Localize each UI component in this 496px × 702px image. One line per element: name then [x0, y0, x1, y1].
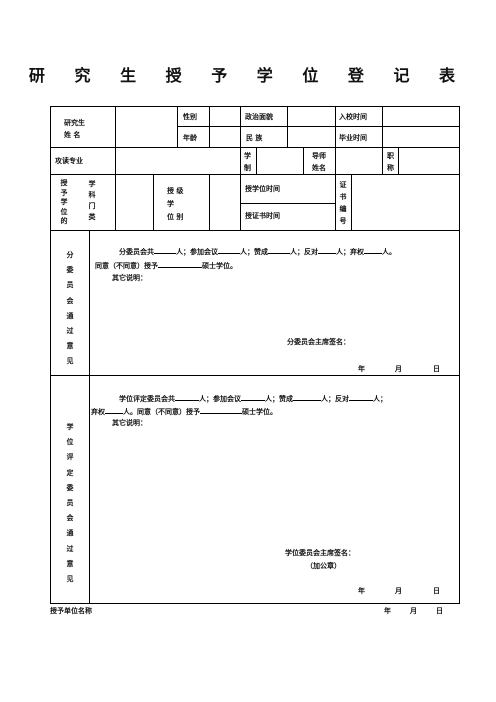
sub-committee-vote-line: 分委员会共人；参加会议人；赞成人；反对人；弃权人。 [119, 247, 396, 256]
sub-committee-month: 月 [395, 364, 402, 373]
title-label-b: 称 [387, 163, 394, 172]
gender-label: 性别 [183, 112, 197, 121]
footer-year: 年 [384, 606, 391, 615]
degree-committee-grant-line: 弃权人。同意（不同意）授予硕士学位。 [91, 407, 277, 416]
degree-level-label-a: 授 级 [167, 186, 184, 195]
sub-committee-day: 日 [433, 364, 440, 373]
discipline-category-label: 学科门类 [88, 179, 96, 221]
degree-committee-side-label: 学位评定委员会通过意见 [66, 422, 74, 584]
sub-committee-year: 年 [358, 364, 365, 373]
official-seal-note: （加公章） [306, 561, 341, 570]
sub-committee-other-notes: 其它说明： [112, 273, 147, 282]
certificate-number-label: 证书编号 [339, 180, 347, 225]
ethnicity-label: 民 族 [246, 133, 263, 142]
sub-committee-chair-signature: 分委员会主席签名： [287, 337, 350, 346]
degree-level-label-b: 学 [167, 199, 174, 208]
registration-form-table: 研究生 姓 名 性别 政治面貌 入校时间 年龄 民 族 毕业时间 攻读专业 学 … [50, 106, 460, 604]
page-title: 研 究 生 授 予 学 位 登 记 表 [28, 66, 468, 85]
enroll-time-label: 入校时间 [339, 112, 367, 121]
sub-committee-grant-line: 同意（不同意）授予硕士学位。 [95, 261, 237, 270]
study-length-label-b: 制 [244, 163, 251, 172]
footer-day: 日 [436, 606, 443, 615]
advisor-label-b: 姓名 [312, 163, 326, 172]
sub-committee-side-label: 分委员会通过意见 [66, 250, 74, 366]
advisor-label-a: 导师 [312, 151, 326, 160]
degree-level-label-c: 位 别 [167, 212, 184, 221]
degree-committee-month: 月 [395, 586, 402, 595]
degree-committee-other-notes: 其它说明： [112, 418, 147, 427]
age-label: 年龄 [183, 133, 197, 142]
degree-committee-vote-line: 学位评定委员会共人；参加会议人；赞成人；反对人； [119, 394, 387, 403]
title-label-a: 职 [387, 151, 394, 160]
study-length-label-a: 学 [244, 151, 251, 160]
degree-committee-year: 年 [358, 586, 365, 595]
degree-committee-day: 日 [433, 586, 440, 595]
granting-unit-label: 授予单位名称 [50, 606, 92, 615]
graduation-time-label: 毕业时间 [339, 133, 367, 142]
degree-committee-chair-signature: 学位委员会主席签名： [285, 548, 355, 557]
student-name-label-b: 姓 名 [64, 130, 81, 139]
footer-month: 月 [410, 606, 417, 615]
degree-granted-label: 授予学位的 [60, 178, 68, 225]
major-label: 攻读专业 [55, 156, 83, 165]
certificate-time-label: 授证书时间 [245, 211, 280, 220]
degree-grant-time-label: 授学位时间 [245, 184, 280, 193]
student-name-label-a: 研究生 [64, 118, 85, 127]
political-status-label: 政治面貌 [245, 112, 273, 121]
